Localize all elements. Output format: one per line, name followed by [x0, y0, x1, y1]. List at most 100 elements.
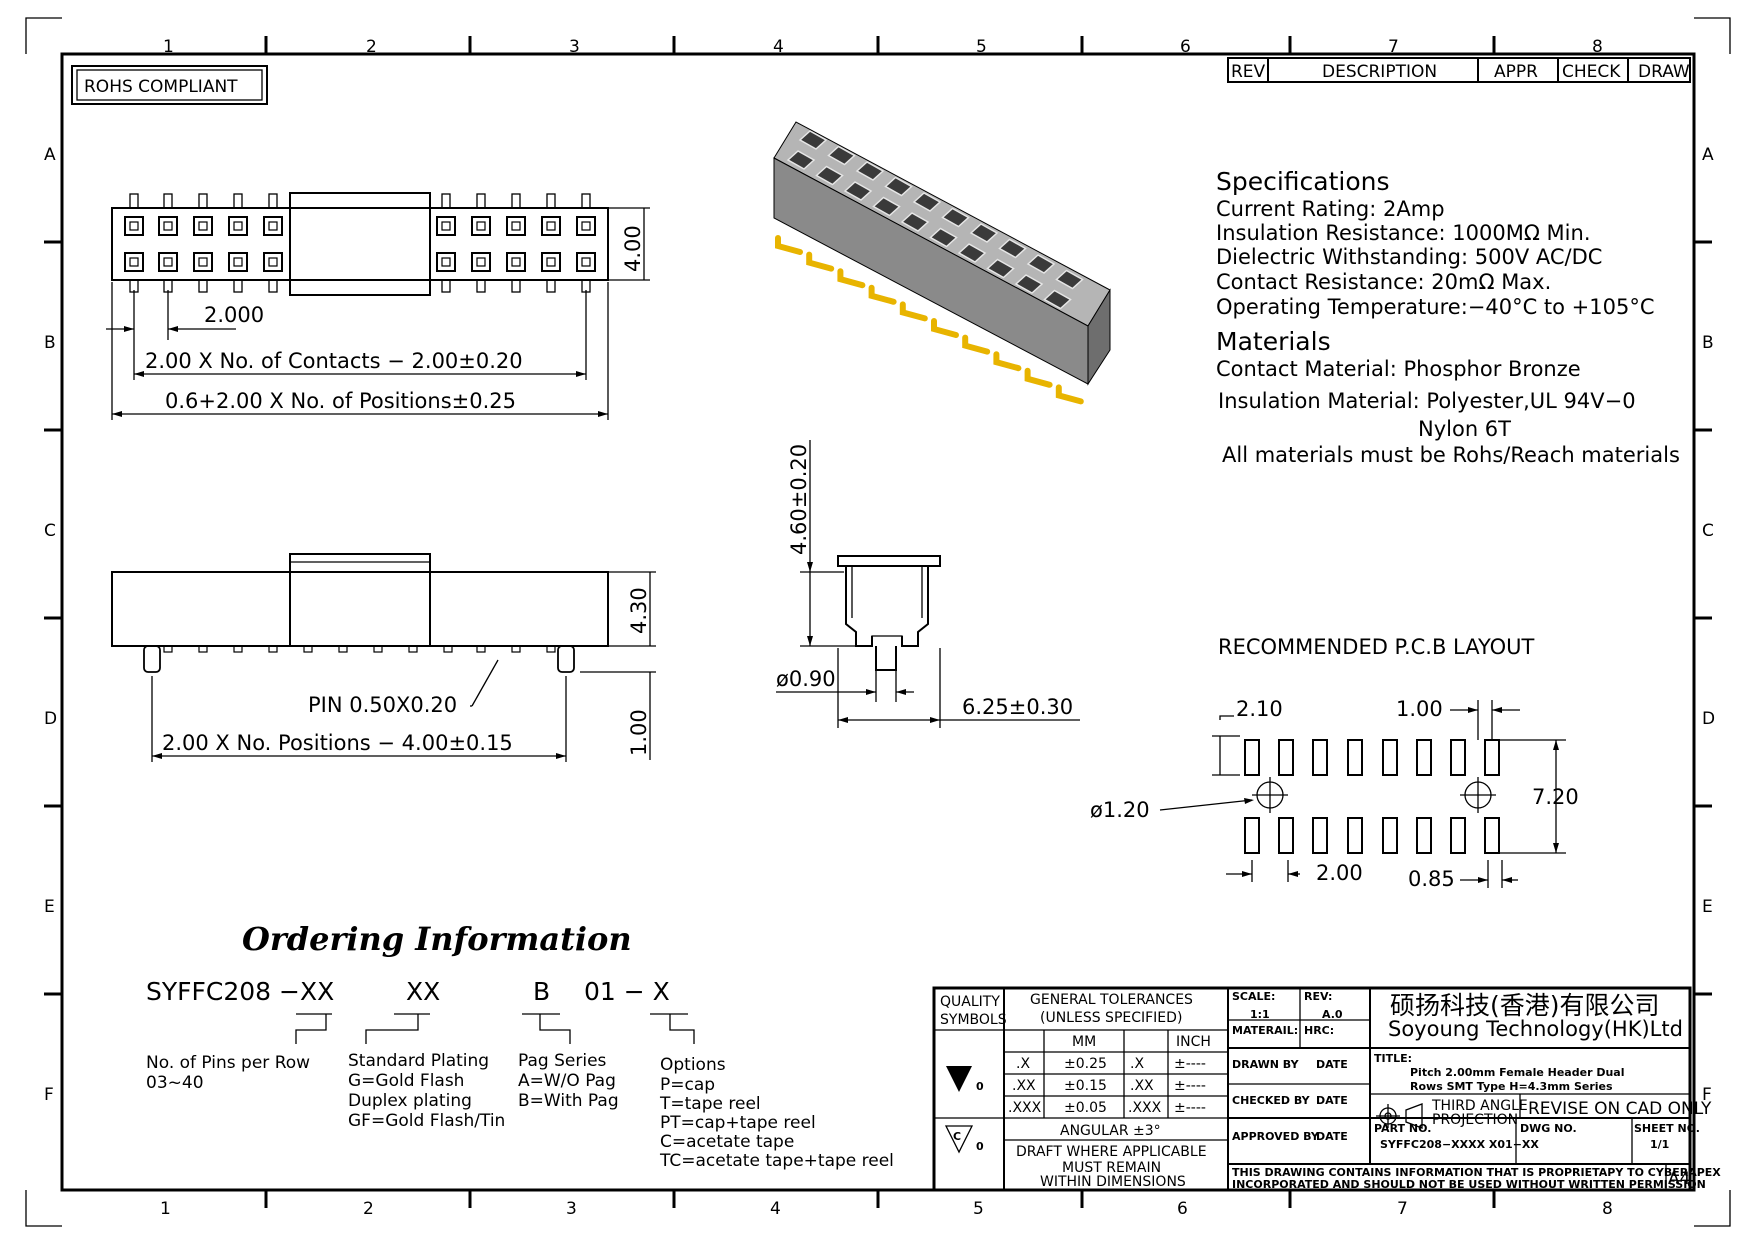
zone-right-c: C [1702, 521, 1714, 541]
iso-cavity [941, 207, 970, 228]
side-height-dim: 4.30 [627, 587, 651, 634]
company-name-cn: 硕扬科技(香港)有限公司 [1390, 991, 1660, 1020]
top-pin-contact [163, 257, 173, 267]
iso-gold-pin [931, 318, 959, 338]
zone-right-f: F [1702, 1085, 1712, 1105]
top-pin-cell [436, 252, 456, 272]
end-height-dim: 4.60±0.20 [787, 444, 811, 555]
tol-mm-val-1: ±0.25 [1064, 1056, 1107, 1072]
top-pin-cell [158, 252, 178, 272]
pcb-hole-left [1252, 777, 1288, 813]
top-pin-contact [546, 257, 556, 267]
materials-note: All materials must be Rohs/Reach materia… [1222, 443, 1680, 467]
order-pag-a: A=W/O Pag [518, 1071, 616, 1091]
iso-gold-pin [837, 268, 866, 289]
top-pin-contact [581, 257, 591, 267]
top-view: 4.00 2.000 2.00 X No. of Contacts − 2.00… [106, 192, 650, 420]
top-pin-contact [511, 257, 521, 267]
pcb-dim-100: 1.00 [1396, 697, 1443, 721]
title-line-2: Rows SMT Type H=4.3mm Series [1410, 1080, 1613, 1093]
iso-cavity [957, 243, 987, 263]
side-pin-lead [373, 645, 383, 653]
iso-cavity [872, 196, 901, 217]
iso-gold-pins [775, 235, 1084, 405]
iso-cavity [815, 165, 844, 186]
quality-symbol-outline-value: 0 [976, 1140, 984, 1153]
side-pin-post [557, 645, 575, 673]
order-plating-duplex: Duplex plating [348, 1091, 472, 1111]
pcb-pad-top [1312, 739, 1328, 776]
top-pin-contact [476, 221, 486, 231]
zone-right-d: D [1702, 709, 1715, 729]
top-height-dim: 4.00 [621, 225, 645, 272]
iso-cavity [855, 161, 885, 181]
iso-gold-pin [993, 351, 1022, 372]
top-pin-contact [268, 221, 278, 231]
approved-date-label: DATE [1316, 1130, 1348, 1143]
top-pin-cell [576, 252, 596, 272]
zone-bottom-6: 6 [1177, 1199, 1188, 1219]
top-pin-cell [436, 216, 456, 236]
top-pin-lead [546, 279, 556, 293]
tol-in-val-1: ±---- [1174, 1056, 1206, 1072]
top-pin-cell [124, 252, 144, 272]
iso-gold-pin [806, 251, 835, 272]
top-pin-contact [233, 221, 243, 231]
approved-by-label: APPROVED BY [1232, 1130, 1320, 1143]
drawn-by-label: DRAWN BY [1232, 1058, 1300, 1071]
rohs-badge: ROHS COMPLIANT [71, 65, 268, 105]
tol-in-key-3: .XXX [1128, 1100, 1162, 1116]
top-pin-cell [158, 216, 178, 236]
zone-top-7: 7 [1388, 37, 1399, 57]
rohs-label: ROHS COMPLIANT [84, 77, 238, 97]
iso-cavity [843, 181, 873, 201]
pcb-dim-200: 2.00 [1316, 861, 1363, 885]
zone-labels-left: A B C D E F [44, 145, 57, 1105]
order-pag-label: Pag Series [518, 1051, 607, 1071]
top-pin-contact [198, 257, 208, 267]
order-code-base: SYFFC208 −XX [146, 977, 334, 1006]
zone-labels-bottom: 1 2 3 4 5 6 7 8 [160, 1199, 1613, 1219]
side-pin-lead [163, 645, 173, 653]
order-option-p: P=cap [660, 1075, 715, 1095]
zone-right-a: A [1702, 145, 1714, 165]
side-pin-dim: 1.00 [627, 709, 651, 756]
quality-symbol-filled-value: 0 [976, 1080, 984, 1093]
top-pin-cell [541, 252, 561, 272]
spec-temperature: Operating Temperature:−40°C to +105°C [1216, 295, 1655, 319]
side-view: 4.30 1.00 PIN 0.50X0.20 2.00 X No. Posit… [111, 553, 656, 762]
tol-mm-header: MM [1072, 1034, 1096, 1050]
zone-top-8: 8 [1592, 37, 1603, 57]
top-pin-lead [476, 279, 486, 293]
zone-left-a: A [44, 145, 56, 165]
tol-mm-val-2: ±0.15 [1064, 1078, 1107, 1094]
ordering-title: Ordering Information [242, 920, 632, 958]
iso-gold-pin [899, 301, 928, 322]
top-pin-cell [228, 216, 248, 236]
iso-cavity [1043, 289, 1072, 310]
projection-line-1: THIRD ANGLE [1431, 1098, 1528, 1114]
top-pin-contact [129, 221, 139, 231]
iso-cavities [786, 130, 1084, 310]
zone-labels-top: 1 2 3 4 5 6 7 8 [163, 37, 1603, 57]
side-pin-lead [546, 645, 556, 653]
revise-note: REVISE ON CAD ONLY [1528, 1099, 1712, 1119]
top-pin-lead [441, 193, 451, 209]
iso-cavity [912, 192, 942, 212]
checked-date-label: DATE [1316, 1094, 1348, 1107]
checked-by-label: CHECKED BY [1232, 1094, 1311, 1107]
top-pin-lead [268, 193, 278, 209]
dwg-no-label: DWG NO. [1520, 1122, 1577, 1135]
tol-in-key-2: .XX [1130, 1078, 1154, 1094]
top-pin-lead [198, 279, 208, 293]
pcb-pad-top [1244, 739, 1260, 776]
pcb-pad-top [1450, 739, 1466, 776]
top-positions-dim: 0.6+2.00 X No. of Positions±0.25 [165, 389, 516, 413]
zone-top-2: 2 [366, 37, 377, 57]
top-pin-cell [263, 216, 283, 236]
quality-label: QUALITY [940, 994, 1000, 1010]
description-header: DESCRIPTION [1322, 62, 1437, 82]
iso-cavity [827, 145, 856, 166]
spec-current: Current Rating: 2Amp [1216, 197, 1445, 221]
